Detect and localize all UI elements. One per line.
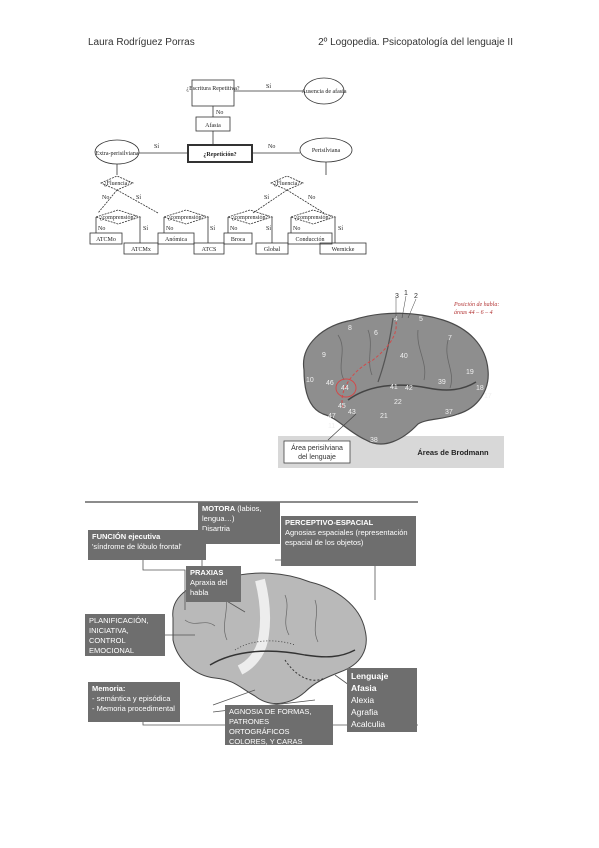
label-si-c: Sí — [264, 195, 269, 201]
label-si-top: Sí — [266, 84, 271, 90]
label-no-a: No — [102, 195, 109, 201]
node-perisilviana: Perisilviana — [312, 148, 341, 154]
brain-illustration — [302, 312, 489, 445]
result-wernicke: Wernicke — [332, 247, 355, 253]
label-si3: Sí — [266, 226, 271, 232]
node-comp2: ¿comprensión? — [168, 215, 205, 221]
ba-44: 44 — [341, 385, 349, 392]
label-no2: No — [166, 226, 173, 232]
ba-6: 6 — [374, 330, 378, 337]
label-funcion-ejecutiva: FUNCIÓN ejecutiva 'síndrome de lóbulo fr… — [88, 530, 206, 560]
label-lenguaje: Lenguaje Afasia Alexia Agrafia Acalculia — [347, 668, 417, 732]
label-si-b: Sí — [136, 195, 141, 201]
ba-37: 37 — [445, 409, 453, 416]
label-motora: MOTORA (labios, lengua…) Disartria — [198, 502, 280, 544]
q-repetitive: ¿Escritura Repetitiva? — [186, 86, 239, 92]
ba-46: 46 — [326, 380, 334, 387]
label-si2: Sí — [210, 226, 215, 232]
header-course: 2º Logopedia. Psicopatología del lenguaj… — [318, 37, 513, 48]
ba-18: 18 — [476, 385, 484, 392]
ba-19: 19 — [466, 369, 474, 376]
result-atcs: ATCS — [202, 247, 217, 253]
label-perisilviana-2: del lenguaje — [298, 454, 336, 461]
node-repeticion: ¿Repetición? — [203, 152, 236, 158]
result-anomica: Anómica — [165, 237, 187, 243]
brodmann-title: Áreas de Brodmann — [417, 448, 489, 457]
node-ausencia: Ausencia de afasia — [302, 88, 347, 95]
ba-9: 9 — [322, 352, 326, 359]
brain-functions-figure: MOTORA (labios, lengua…) Disartria FUNCI… — [85, 500, 418, 746]
label-no-right: No — [268, 144, 275, 150]
node-comp3: ¿comprensión? — [232, 215, 269, 221]
label-planificacion: PLANIFICACIÓN, INICIATIVA, CONTROL EMOCI… — [85, 614, 165, 656]
label-no1: No — [98, 226, 105, 232]
label-si1: Sí — [143, 226, 148, 232]
label-praxias: PRAXIAS Apraxia del habla — [186, 566, 241, 602]
ba-8: 8 — [348, 325, 352, 332]
ba-3: 3 — [395, 293, 399, 300]
ba-40: 40 — [400, 353, 408, 360]
result-atcmx: ATCMx — [131, 247, 151, 253]
label-perisilviana-1: Área perisilviana — [291, 443, 343, 452]
ba-42: 42 — [405, 385, 413, 392]
brodmann-figure: 3 1 2 4 5 6 7 8 9 10 46 45 44 40 39 41 4… — [278, 290, 504, 468]
result-global: Global — [264, 247, 281, 253]
node-comp4: ¿comprensión? — [295, 215, 332, 221]
ba-10: 10 — [306, 377, 314, 384]
ba-41: 41 — [390, 384, 398, 391]
ba-22: 22 — [394, 399, 402, 406]
node-extra: Extra-perisilviana — [96, 151, 139, 157]
header-author: Laura Rodríguez Porras — [88, 37, 195, 48]
ba-11: 11 — [328, 423, 335, 430]
handwritten-note-1: Posición de habla: — [453, 302, 499, 308]
result-atcmo: ATCMo — [96, 237, 116, 243]
handwritten-note-2: áreas 44 – 6 – 4 — [454, 309, 493, 316]
ba-21: 21 — [380, 413, 388, 420]
ba-43: 43 — [348, 409, 356, 416]
label-no-top: No — [216, 110, 223, 116]
aphasia-flowchart: ¿Escritura Repetitiva? Sí Ausencia de af… — [88, 75, 368, 265]
node-fluencia-right: ¿Fluencia? — [274, 181, 300, 187]
ba-47: 47 — [328, 413, 336, 420]
label-no-d: No — [308, 195, 315, 201]
label-si-left: Sí — [154, 144, 159, 150]
label-memoria: Memoria: - semántica y episódica - Memor… — [88, 682, 180, 722]
ba-1: 1 — [404, 290, 408, 297]
ba-38: 38 — [370, 437, 378, 444]
ba-2: 2 — [414, 293, 418, 300]
ba-5: 5 — [419, 316, 423, 323]
ba-7: 7 — [448, 335, 452, 342]
label-agnosia: AGNOSIA DE FORMAS, PATRONES ORTOGRÁFICOS… — [225, 705, 333, 746]
label-perceptivo: PERCEPTIVO-ESPACIAL Agnosias espaciales … — [281, 516, 416, 566]
node-afasia: Afasia — [205, 122, 221, 129]
ba-45: 45 — [338, 403, 346, 410]
node-fluencia-left: ¿Fluencia? — [104, 181, 130, 187]
ba-4: 4 — [394, 316, 398, 323]
node-comp1: ¿comprensión? — [100, 215, 137, 221]
ba-39: 39 — [438, 379, 446, 386]
label-no3: No — [230, 226, 237, 232]
result-broca: Broca — [231, 237, 246, 243]
label-si4: Sí — [338, 226, 343, 232]
ba-17: 17 — [484, 393, 492, 400]
result-conduccion: Conducción — [296, 237, 325, 243]
label-no4: No — [293, 226, 300, 232]
